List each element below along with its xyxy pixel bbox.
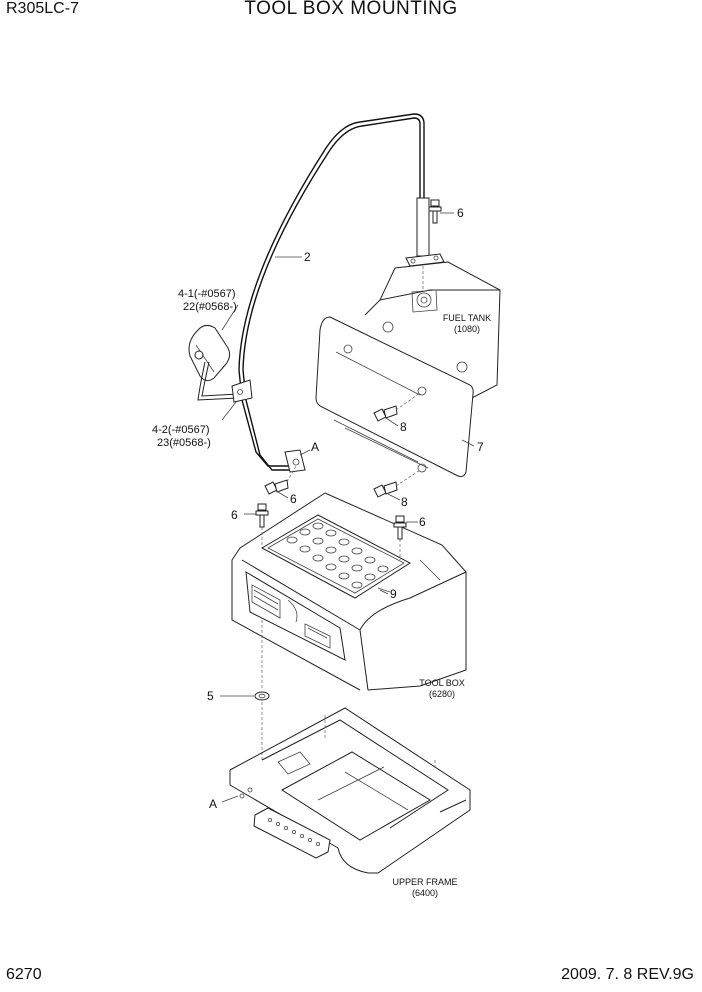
label-ref-a-lower: A <box>209 797 217 811</box>
label-upper-frame: UPPER FRAME <box>392 877 457 887</box>
model-code: R305LC-7 <box>6 0 79 17</box>
label-tool-box: TOOL BOX <box>419 678 465 688</box>
page-title: TOOL BOX MOUNTING <box>244 0 458 19</box>
label-upper-frame-ref: (6400) <box>412 888 438 898</box>
label-tool-box-ref: (6280) <box>429 689 455 699</box>
label-part-6-left: 6 <box>231 508 238 522</box>
fuel-tank <box>364 261 501 401</box>
label-part-6-right: 6 <box>419 515 426 529</box>
label-part-9: 9 <box>390 587 397 601</box>
label-part-22: 22(#0568-) <box>183 301 237 313</box>
label-part-8-lower: 8 <box>401 495 408 509</box>
revision-date: 2009. 7. 8 REV.9G <box>561 966 694 983</box>
cover-plate <box>315 316 474 477</box>
label-part-4-1: 4-1(-#0567) <box>178 288 235 300</box>
label-part-8-upper: 8 <box>400 420 407 434</box>
label-part-2: 2 <box>304 250 311 264</box>
mirror-stay <box>238 113 445 473</box>
washer-5 <box>220 620 270 760</box>
bolt-8-upper <box>373 392 421 427</box>
mirror <box>188 324 253 403</box>
upper-frame <box>221 707 471 874</box>
label-part-6-top: 6 <box>457 206 464 220</box>
label-fuel-tank: FUEL TANK <box>443 313 491 323</box>
label-part-7: 7 <box>477 440 484 454</box>
label-part-5: 5 <box>207 689 214 703</box>
bolt-6-left <box>244 503 269 548</box>
label-ref-a-upper: A <box>311 440 319 454</box>
bolt-6-right <box>393 515 418 560</box>
bolt-6-bracket <box>264 465 297 499</box>
label-part-4-2: 4-2(-#0567) <box>152 424 209 436</box>
tool-box <box>231 492 467 691</box>
label-fuel-tank-ref: (1080) <box>454 324 480 334</box>
label-part-6-bracket: 6 <box>290 492 297 506</box>
assembly-labels: FUEL TANK (1080) TOOL BOX (6280) UPPER F… <box>392 313 491 898</box>
callout-labels: 2 6 6 6 6 5 7 8 8 9 4-1(-#0567) 22(#0568… <box>152 206 484 811</box>
bolt-6-top <box>428 199 454 224</box>
bolt-8-lower <box>373 469 421 501</box>
page-number: 6270 <box>6 966 42 983</box>
label-part-23: 23(#0568-) <box>157 437 211 449</box>
leader-lines <box>221 256 475 595</box>
